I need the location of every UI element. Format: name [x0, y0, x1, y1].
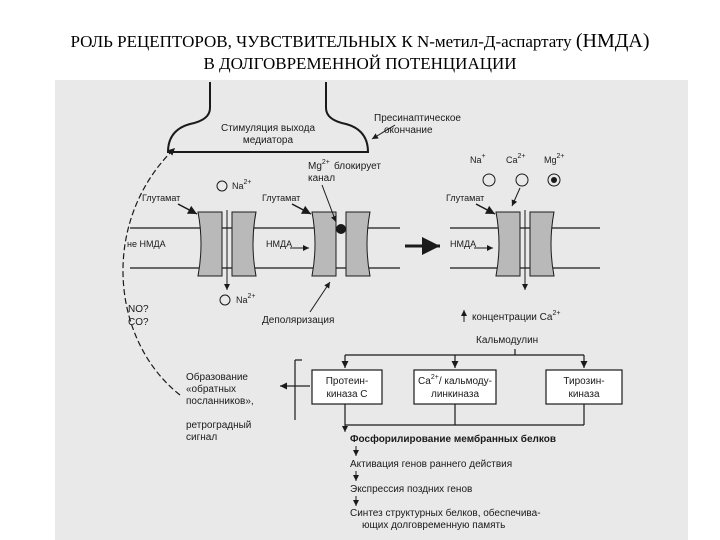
conc-label: концентрации Ca2+	[472, 310, 560, 323]
box3-line1: Тирозин-	[563, 376, 604, 387]
kinase-box-tyrosine: Тирозин- киназа	[545, 369, 623, 405]
presyn-label-2: окончание	[384, 125, 433, 136]
channel-non-nmda	[197, 210, 257, 290]
step-4-line1: Синтез структурных белков, обеспечива-	[350, 507, 541, 519]
step-3: Экспрессия поздних генов	[350, 484, 472, 495]
no-label: NO?	[128, 304, 149, 315]
mg-label-right: Mg2+	[544, 153, 565, 165]
mg-ion-right-core	[551, 177, 557, 183]
retrograde-arrow	[122, 147, 181, 396]
box3-line2: киназа	[568, 389, 600, 400]
title-nmda-abbr: (НМДА)	[575, 30, 650, 52]
nmda-label-mid: НМДА	[266, 239, 292, 249]
stim-label-1: Стимуляция выхода	[221, 123, 315, 134]
step-2: Активация генов раннего действия	[350, 459, 512, 470]
retro-line-4: ретроградный	[186, 420, 251, 431]
branch-lines	[280, 349, 588, 426]
depol-label: Деполяризация	[262, 315, 334, 326]
presyn-label-1: Пресинаптическое	[374, 113, 461, 124]
box1-line1: Протеин-	[326, 376, 369, 387]
title-line-2: В ДОЛГОВРЕМЕННОЙ ПОТЕНЦИАЦИИ	[203, 54, 517, 73]
stim-label-2: медиатора	[243, 135, 294, 146]
glutamate-label-3: Глутамат	[446, 193, 484, 203]
retro-line-3: посланников»,	[186, 396, 254, 407]
slide-title: РОЛЬ РЕЦЕПТОРОВ, ЧУВСТВИТЕЛЬНЫХ К N-мети…	[0, 30, 720, 75]
diagram-panel	[55, 80, 688, 540]
ion-entry-arrow	[511, 187, 521, 207]
glutamate-label-2: Глутамат	[262, 193, 300, 203]
na-ion-bottom	[219, 294, 231, 306]
ca-ion-right	[515, 173, 529, 187]
presyn-pointer	[371, 124, 396, 140]
mg-ion-block	[336, 224, 346, 234]
glutamate-label-1: Глутамат	[142, 193, 180, 203]
presynaptic-terminal	[166, 82, 370, 153]
depol-pointer	[309, 281, 331, 313]
step-4-line2: ющих долговременную память	[362, 520, 505, 531]
channel-nmda-blocked	[311, 211, 371, 277]
mg-block-label-2: канал	[308, 173, 335, 184]
channel-nmda-open	[495, 210, 555, 290]
na-label-right: Na+	[470, 153, 486, 165]
box2-line2: линкиназа	[431, 389, 479, 400]
na-ion-top	[216, 180, 228, 192]
glutamate-arrows	[177, 203, 496, 215]
calmodulin-label: Кальмодулин	[476, 335, 538, 346]
co-label: CO?	[128, 317, 149, 328]
na-label-top: Na2+	[232, 179, 252, 191]
retro-line-5: сигнал	[186, 432, 217, 443]
retro-line-2: «обратных	[186, 383, 236, 395]
box2-line1: Ca2+/ кальмоду-	[418, 374, 492, 387]
retro-line-1: Образование	[186, 371, 248, 383]
step-1: Фосфорилирование мембранных белков	[350, 433, 556, 445]
na-ion-right	[482, 173, 496, 187]
na-label-bottom: Na2+	[236, 293, 256, 305]
mg-ion-right	[547, 173, 561, 187]
mg-pointer	[321, 184, 337, 223]
nmda-label-right: НМДА	[450, 239, 476, 249]
ca-label-right: Ca2+	[506, 153, 526, 165]
title-line-1-text: РОЛЬ РЕЦЕПТОРОВ, ЧУВСТВИТЕЛЬНЫХ К N-мети…	[70, 32, 572, 51]
box1-line2: киназа С	[326, 389, 367, 400]
non-nmda-label: не НМДА	[127, 239, 166, 249]
kinase-box-camk: Ca2+/ кальмоду- линкиназа	[413, 369, 497, 405]
kinase-box-pkc: Протеин- киназа С	[311, 369, 383, 405]
mg-block-label-1: блокирует	[334, 160, 381, 172]
title-line-1: РОЛЬ РЕЦЕПТОРОВ, ЧУВСТВИТЕЛЬНЫХ К N-мети…	[0, 30, 720, 53]
mg-label: Mg2+	[308, 159, 330, 172]
